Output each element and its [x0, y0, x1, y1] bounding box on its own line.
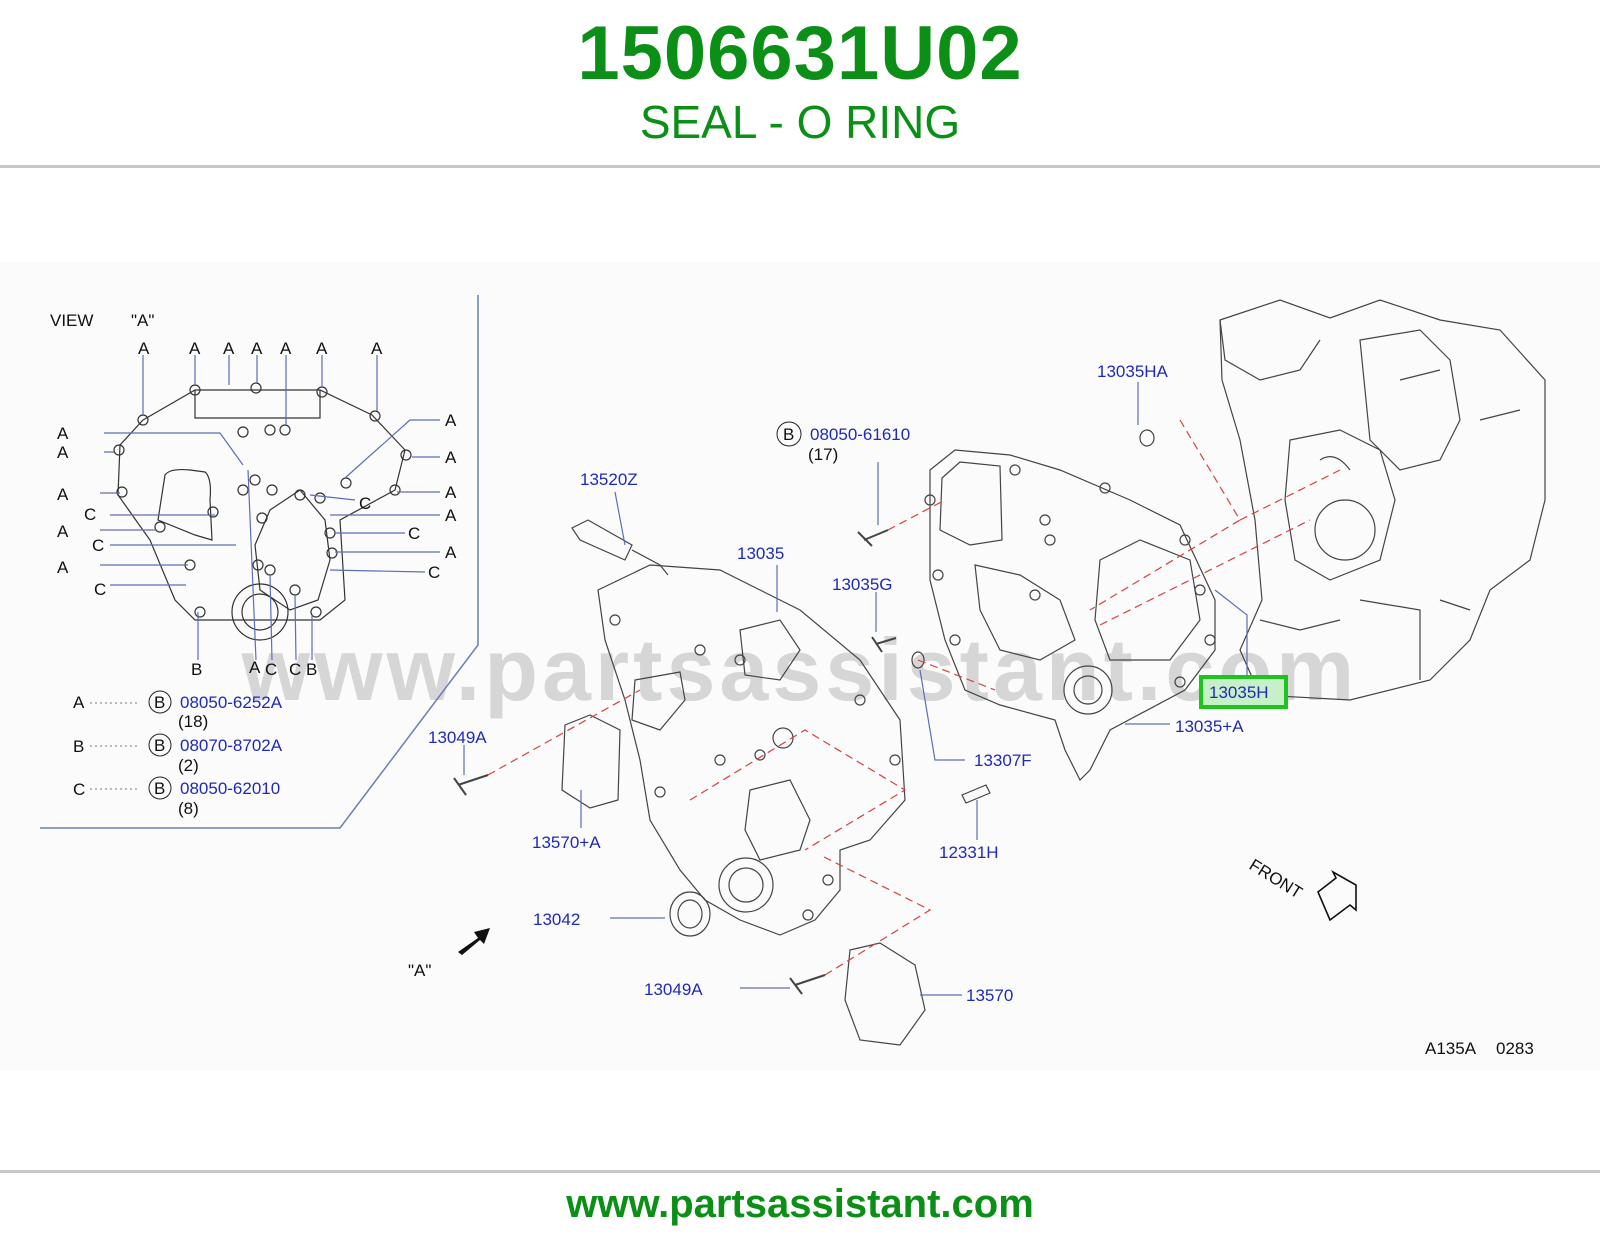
callout-13035ha[interactable]: 13035HA — [1097, 362, 1169, 381]
callout-13570[interactable]: 13570 — [966, 986, 1013, 1005]
letter-a: A — [445, 543, 457, 562]
engine-block-drawing — [1219, 299, 1546, 701]
diagram-code: A135A — [1425, 1039, 1477, 1058]
legend-part: 08050-62010 — [180, 779, 280, 798]
front-indicator: FRONT — [1246, 855, 1357, 922]
front-label: FRONT — [1246, 855, 1306, 902]
letter-a: A — [445, 448, 457, 467]
letter-a: A — [57, 522, 69, 541]
view-a-arrow: "A" — [408, 928, 490, 980]
footer-url[interactable]: www.partsassistant.com — [566, 1182, 1034, 1226]
assembly-lines — [487, 419, 1341, 976]
footer-divider — [0, 1170, 1600, 1173]
header: 1506631U02 SEAL - O RING — [0, 0, 1600, 168]
letter-a: A — [445, 411, 457, 430]
callout-08050-61610-qty: (17) — [808, 445, 838, 464]
letter-c: C — [428, 563, 440, 582]
legend-b-marker: B — [154, 779, 165, 798]
letter-a: A — [57, 485, 69, 504]
letter-c: C — [84, 505, 96, 524]
inset-letters: A A A A A A A A A A C A C A C A A A C A … — [57, 339, 457, 679]
letter-a: A — [445, 483, 457, 502]
callout-13035[interactable]: 13035 — [737, 544, 784, 563]
callout-13035g[interactable]: 13035G — [832, 575, 893, 594]
letter-c: C — [92, 536, 104, 555]
part-number-title: 1506631U02 — [577, 11, 1023, 96]
letter-a: A — [57, 424, 69, 443]
legend-qty: (18) — [178, 712, 208, 731]
legend-key: C — [73, 780, 85, 799]
letter-c: C — [94, 580, 106, 599]
letter-a: A — [57, 558, 69, 577]
letter-c: C — [359, 494, 371, 513]
small-parts-drawing — [453, 429, 1155, 1046]
letter-c: C — [265, 660, 277, 679]
letter-a: A — [249, 658, 261, 677]
callout-leaders — [463, 382, 1248, 996]
gasket-13570 — [844, 942, 926, 1046]
letter-a: A — [251, 339, 263, 358]
callout-13035a[interactable]: 13035+A — [1175, 717, 1244, 736]
front-timing-cover-drawing — [597, 564, 906, 936]
legend-qty: (2) — [178, 756, 199, 775]
callout-13035h[interactable]: 13035H — [1209, 683, 1269, 702]
view-id: "A" — [131, 311, 154, 330]
legend-b-marker: B — [154, 693, 165, 712]
view-label: VIEW — [50, 311, 93, 330]
letter-a: A — [57, 443, 69, 462]
part-name-subtitle: SEAL - O RING — [639, 96, 961, 148]
letter-a: A — [280, 339, 292, 358]
letter-a: A — [371, 339, 383, 358]
legend-part: 08050-6252A — [180, 693, 283, 712]
callout-13049a-top[interactable]: 13049A — [428, 728, 487, 747]
letter-b: B — [306, 660, 317, 679]
letter-b: B — [191, 660, 202, 679]
legend-key: B — [73, 737, 84, 756]
diagram-area — [0, 262, 1600, 1070]
letter-a: A — [316, 339, 328, 358]
letter-c: C — [289, 660, 301, 679]
callout-13570a[interactable]: 13570+A — [532, 833, 601, 852]
view-a-inset — [40, 295, 479, 829]
watermark: www.partsassistant.com — [241, 620, 1359, 719]
letter-a: A — [138, 339, 150, 358]
header-divider — [0, 165, 1600, 168]
rear-timing-cover-drawing — [924, 449, 1216, 782]
callout-13042[interactable]: 13042 — [533, 910, 580, 929]
callout-13520z[interactable]: 13520Z — [580, 470, 638, 489]
letter-a: A — [445, 506, 457, 525]
letter-a: A — [189, 339, 201, 358]
letter-c: C — [408, 524, 420, 543]
callout-b-marker: B — [783, 425, 794, 444]
view-arrow-label: "A" — [408, 961, 431, 980]
legend-part: 08070-8702A — [180, 736, 283, 755]
legend-b-marker: B — [154, 736, 165, 755]
callout-13049a-bottom[interactable]: 13049A — [644, 980, 703, 999]
letter-a: A — [223, 339, 235, 358]
legend-qty: (8) — [178, 799, 199, 818]
callout-12331h[interactable]: 12331H — [939, 843, 999, 862]
bolt-legend: A B 08050-6252A (18) B B 08070-8702A (2)… — [73, 690, 283, 818]
highlight-box — [1199, 675, 1288, 709]
gasket-13570a — [561, 714, 621, 809]
callouts: 13035HA B 08050-61610 (17) 13520Z 13035 … — [428, 362, 1288, 1005]
legend-key: A — [73, 693, 85, 712]
callout-08050-61610[interactable]: 08050-61610 — [810, 425, 910, 444]
diagram-code-num: 0283 — [1496, 1039, 1534, 1058]
callout-13307f[interactable]: 13307F — [974, 751, 1032, 770]
